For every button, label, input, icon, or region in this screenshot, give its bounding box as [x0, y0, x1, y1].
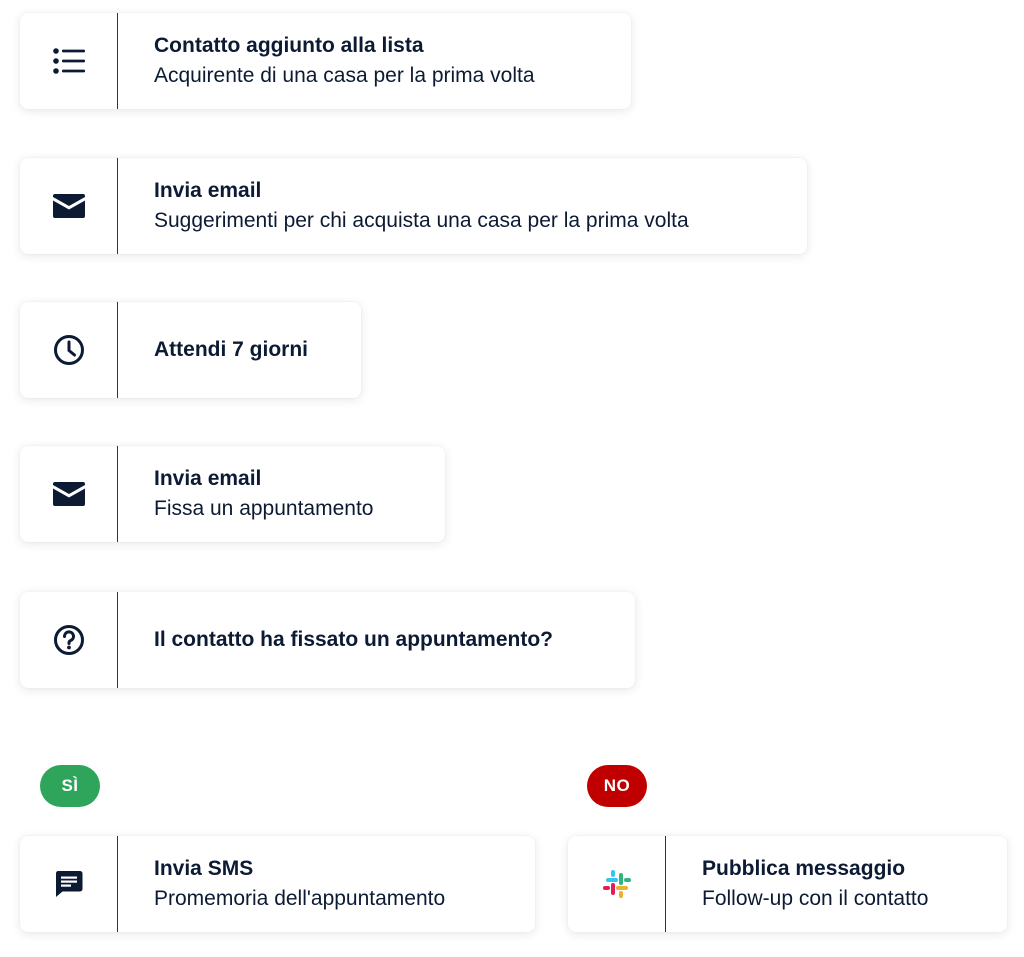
step-subtitle: Fissa un appuntamento — [154, 497, 374, 520]
step-text: Attendi 7 giorni — [118, 335, 332, 365]
step-title: Invia email — [154, 467, 262, 490]
step-icon-cell — [20, 158, 118, 254]
step-icon-cell — [20, 13, 118, 109]
step-subtitle: Promemoria dell'appuntamento — [154, 887, 446, 910]
clock-icon — [53, 334, 85, 366]
step-icon-cell — [20, 592, 118, 688]
step-subtitle: Follow-up con il contatto — [702, 887, 929, 910]
step-text: Pubblica messaggio Follow-up con il cont… — [666, 854, 952, 914]
question-circle-icon — [53, 624, 85, 656]
step-icon-cell — [568, 836, 666, 932]
step-title: Pubblica messaggio — [702, 857, 906, 880]
chat-message-icon — [55, 870, 83, 898]
no-branch-badge: NO — [587, 765, 647, 807]
step-text: Contatto aggiunto alla lista Acquirente … — [118, 31, 559, 91]
step-card-send-email-tips[interactable]: Invia email Suggerimenti per chi acquist… — [20, 158, 807, 254]
envelope-icon — [52, 194, 85, 218]
envelope-icon — [52, 482, 85, 506]
step-text: Invia email Suggerimenti per chi acquist… — [118, 176, 713, 236]
list-icon — [52, 47, 85, 75]
step-card-send-sms[interactable]: Invia SMS Promemoria dell'appuntamento — [20, 836, 535, 932]
step-text: Il contatto ha fissato un appuntamento? — [118, 625, 577, 655]
step-title: Invia SMS — [154, 857, 254, 880]
step-card-wait[interactable]: Attendi 7 giorni — [20, 302, 361, 398]
step-text: Invia SMS Promemoria dell'appuntamento — [118, 854, 469, 914]
step-card-post-message[interactable]: Pubblica messaggio Follow-up con il cont… — [568, 836, 1007, 932]
step-card-condition[interactable]: Il contatto ha fissato un appuntamento? — [20, 592, 635, 688]
step-subtitle: Acquirente di una casa per la prima volt… — [154, 64, 535, 87]
step-icon-cell — [20, 836, 118, 932]
step-title: Contatto aggiunto alla lista — [154, 34, 424, 57]
step-text: Invia email Fissa un appuntamento — [118, 464, 397, 524]
step-icon-cell — [20, 446, 118, 542]
step-icon-cell — [20, 302, 118, 398]
slack-icon — [601, 868, 633, 900]
step-card-contact-added[interactable]: Contatto aggiunto alla lista Acquirente … — [20, 13, 631, 109]
step-title: Il contatto ha fissato un appuntamento? — [154, 628, 553, 651]
step-title: Invia email — [154, 179, 262, 202]
step-card-send-email-appointment[interactable]: Invia email Fissa un appuntamento — [20, 446, 445, 542]
step-subtitle: Suggerimenti per chi acquista una casa p… — [154, 209, 689, 232]
yes-branch-badge: SÌ — [40, 765, 100, 807]
step-title: Attendi 7 giorni — [154, 338, 308, 361]
